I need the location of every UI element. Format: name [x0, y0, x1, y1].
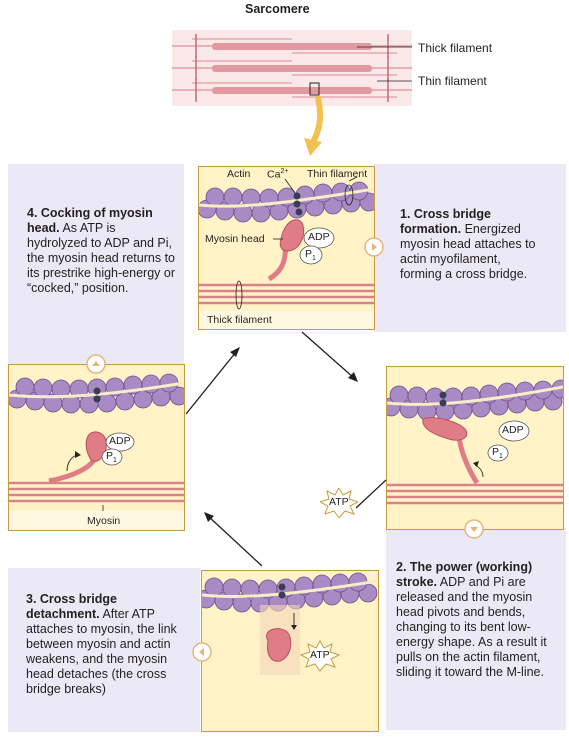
adp-label-step1: ADP: [308, 231, 330, 243]
sarcomere-title: Sarcomere: [245, 2, 310, 16]
thick-filament-label: Thick filament: [418, 41, 493, 55]
arrow-step2-to-step3: [355, 479, 387, 509]
zoom-box: [309, 82, 320, 96]
step1-frame: Actin Ca2+ Thin filament Myosin head ADP…: [198, 166, 375, 330]
chevron-up-icon: [92, 361, 100, 366]
pi-subscript-step1: 1: [312, 255, 316, 263]
step2-frame: ADP P1: [386, 366, 564, 530]
step1-illustration: [199, 176, 374, 310]
atp-label-step2: ATP: [329, 496, 349, 508]
myosin-head-label: Myosin head: [205, 233, 265, 245]
pi-subscript-step4: 1: [113, 457, 117, 465]
thick-filament-label-step1: Thick filament: [207, 314, 272, 326]
step3-description: 3. Cross bridge detachment. After ATP at…: [26, 592, 186, 697]
step4-description: 4. Cocking of myosin head. As ATP is hyd…: [27, 206, 177, 296]
arrow-step3-to-step4: [207, 515, 263, 567]
step2-down-badge[interactable]: [464, 519, 484, 539]
step1-panel: [374, 164, 566, 332]
pi-label-step4: P1: [106, 450, 117, 464]
step3-text: After ATP attaches to myosin, the link b…: [26, 607, 177, 696]
calcium-text: Ca: [267, 168, 281, 181]
actin-label: Actin: [227, 168, 251, 180]
step2-heading: 2. The power (working) stroke.: [396, 560, 533, 589]
myosin-label: Myosin: [87, 515, 121, 527]
chevron-left-icon: [199, 648, 204, 656]
sarcomere-diagram: [172, 30, 412, 106]
myosin-label-box: [9, 511, 184, 530]
step3-heading: 3. Cross bridge detachment.: [26, 592, 117, 621]
step4-panel: [8, 164, 184, 364]
pi-text-step1: P: [305, 248, 313, 260]
pi-text-step4: P: [106, 450, 114, 462]
step3-left-badge[interactable]: [192, 642, 212, 662]
zoom-arrow: [304, 96, 324, 156]
pi-label-step1: P1: [305, 248, 316, 262]
adp-label-step4: ADP: [109, 435, 131, 447]
step3-illustration: [202, 572, 378, 675]
step3-panel: [8, 568, 200, 732]
chevron-down-icon: [470, 527, 478, 532]
thin-filament-label: Thin filament: [418, 74, 487, 88]
adp-label-step2: ADP: [502, 424, 524, 436]
step2-description: 2. The power (working) stroke. ADP and P…: [396, 560, 556, 680]
pi-subscript-step2: 1: [499, 453, 503, 461]
atp-label-step3: ATP: [310, 649, 330, 661]
thin-filament-label-step1: Thin filament: [307, 168, 368, 180]
step2-panel: [386, 528, 566, 730]
step2-text: ADP and Pi are released and the myosin h…: [396, 575, 547, 679]
chevron-right-icon: [372, 243, 377, 251]
step4-illustration: [9, 373, 184, 515]
arrow-step1-to-step2: [301, 331, 355, 379]
pi-label-step2: P1: [492, 446, 503, 460]
atp-star-free: ATP: [318, 486, 360, 519]
step4-text: As ATP is hydrolyzed to ADP and Pi, the …: [27, 221, 175, 295]
step2-illustration: [387, 379, 563, 505]
step4-up-badge[interactable]: [86, 354, 106, 374]
pi-text-step2: P: [492, 446, 500, 458]
calcium-superscript: 2+: [280, 168, 289, 175]
step1-text: Energized myosin head attaches to actin …: [400, 222, 536, 281]
step4-heading: 4. Cocking of myosin head.: [27, 206, 153, 235]
calcium-label: Ca2+: [267, 168, 288, 181]
step3-frame: ATP: [201, 570, 379, 732]
thick-filament-label-box: [199, 311, 374, 329]
step1-next-badge[interactable]: [364, 237, 384, 257]
arrow-step4-to-step1: [185, 351, 237, 415]
step1-heading: 1. Cross bridge formation.: [400, 207, 491, 236]
step1-description: 1. Cross bridge formation. Energized myo…: [400, 207, 540, 282]
sarcomere-rows: [172, 34, 412, 102]
